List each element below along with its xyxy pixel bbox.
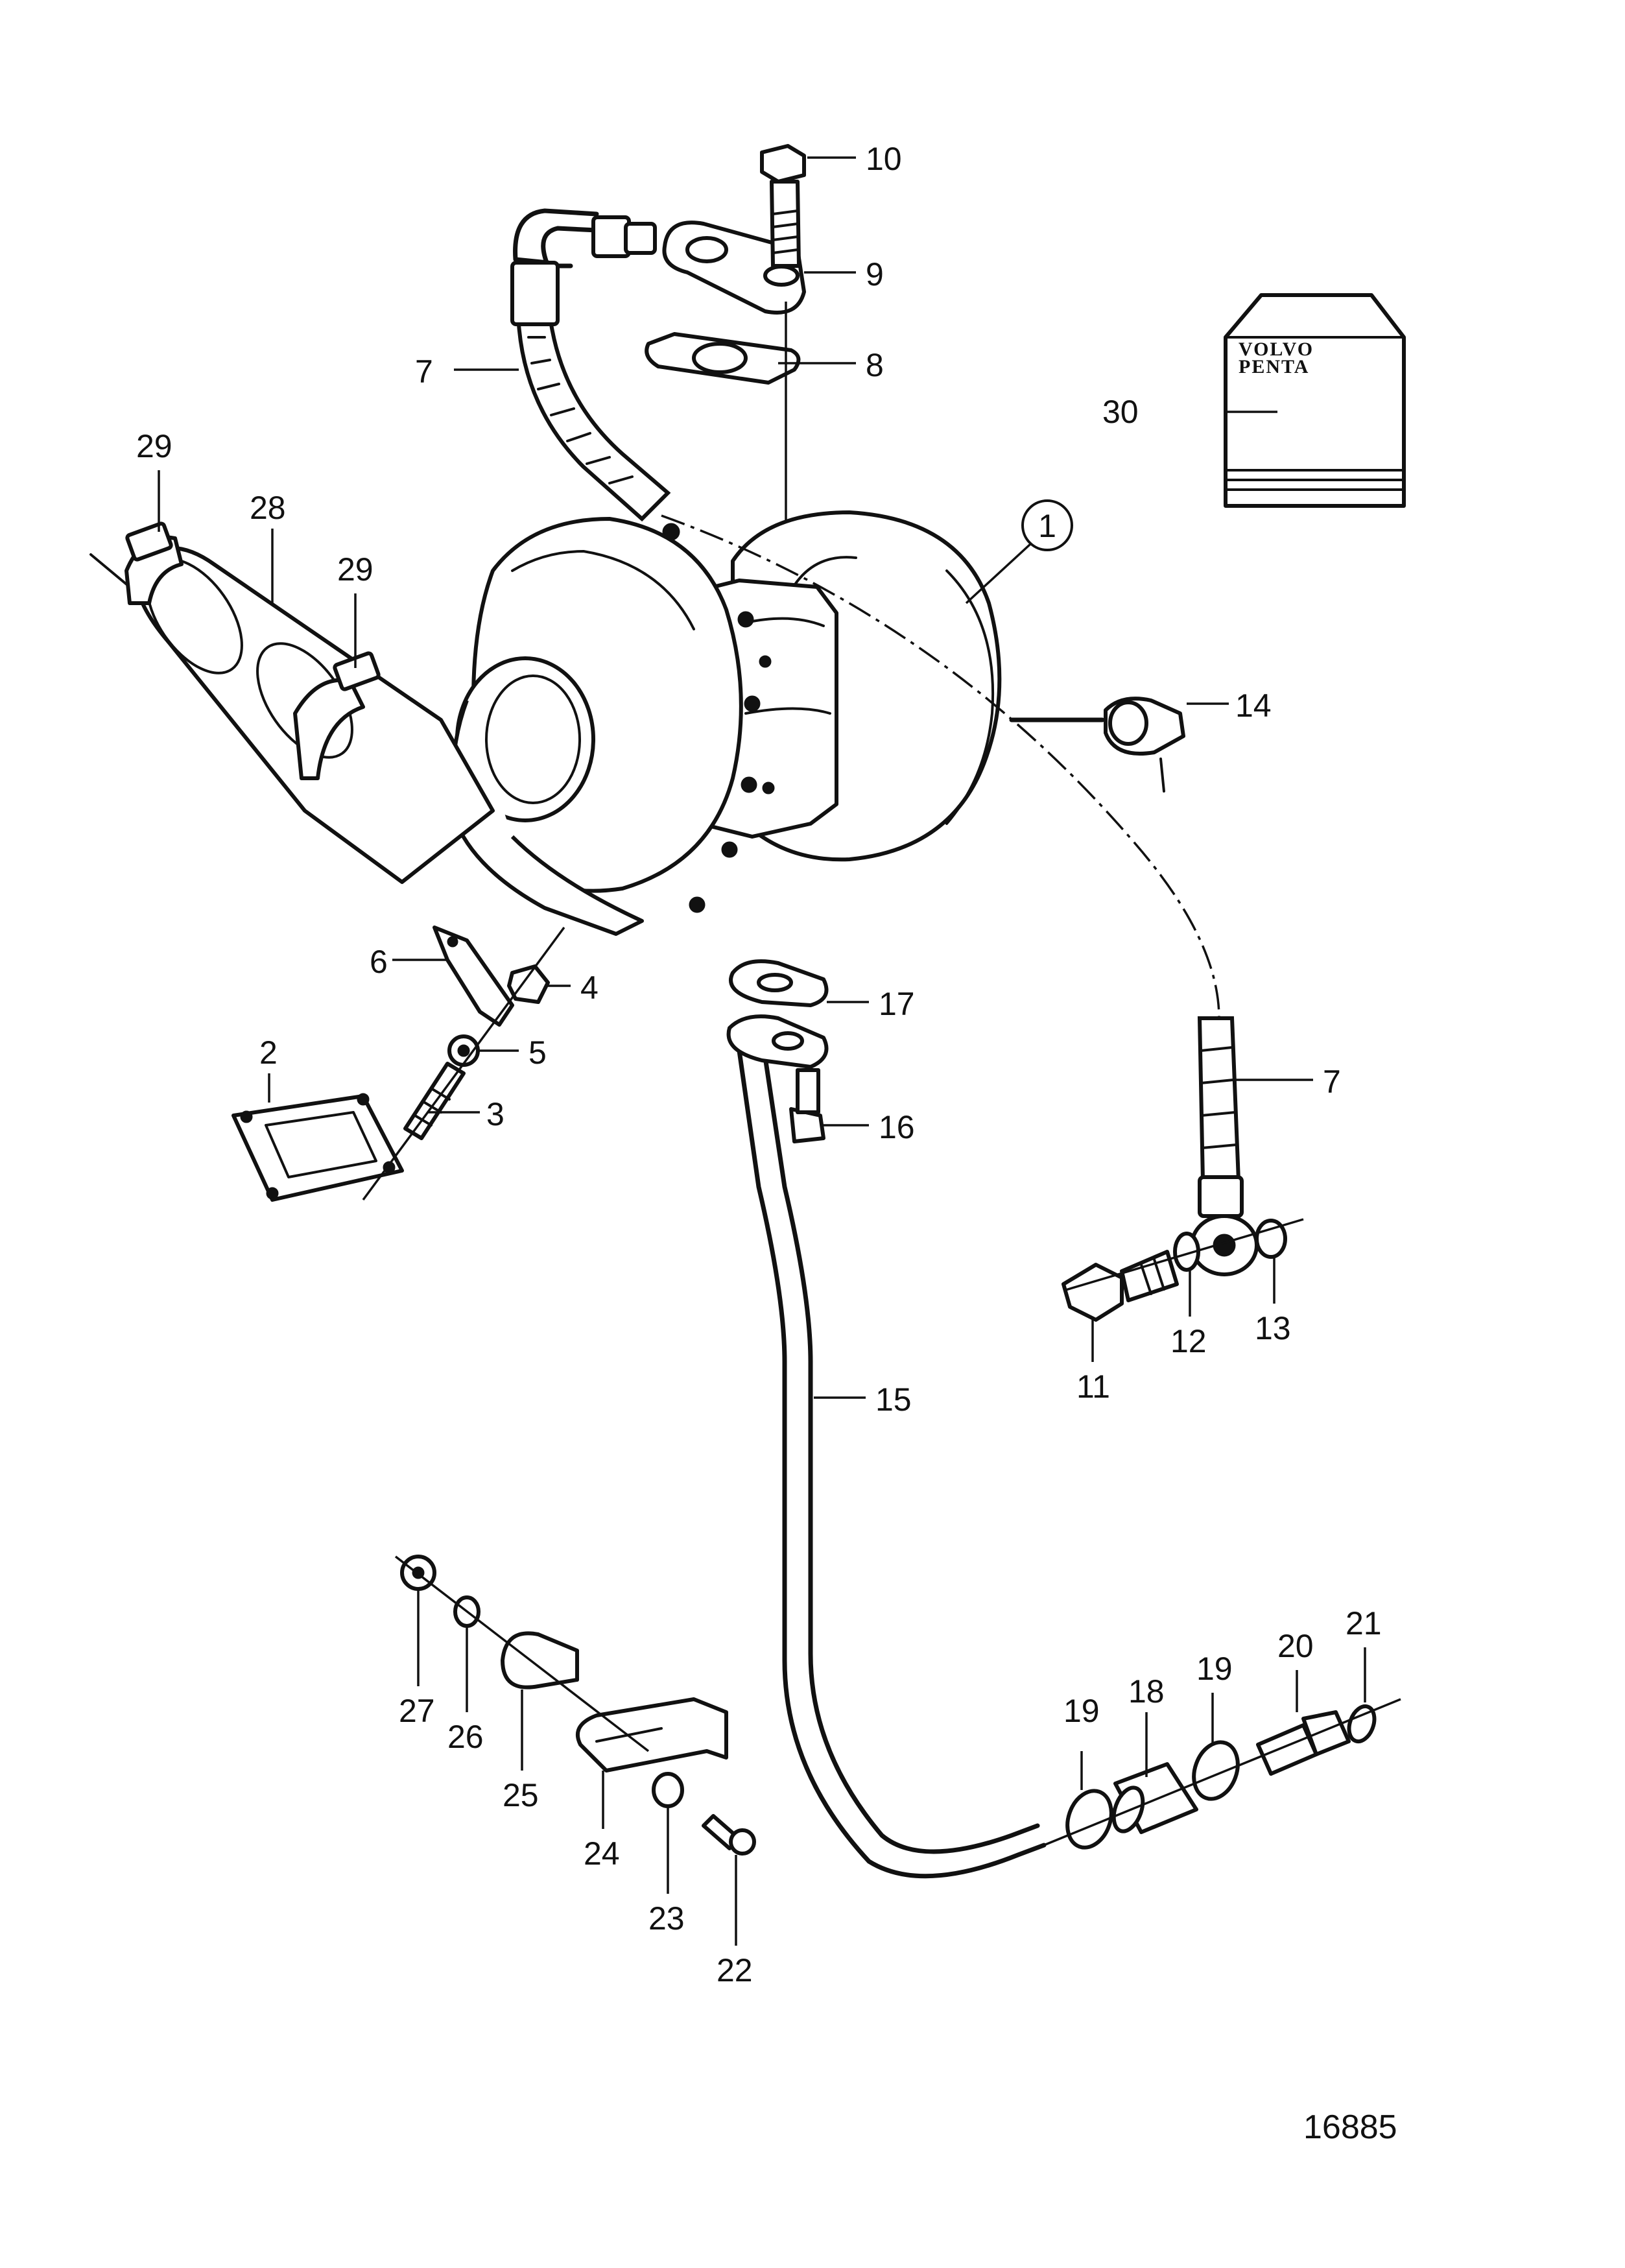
callout-4: 4 bbox=[580, 970, 599, 1006]
oil-feed-hose-top bbox=[510, 208, 671, 522]
callout-17: 17 bbox=[879, 986, 915, 1022]
sealing-washer-13 bbox=[1255, 1219, 1287, 1259]
callout-15: 15 bbox=[875, 1381, 912, 1418]
turbocharger-assembly bbox=[450, 510, 1002, 936]
callout-19-right: 19 bbox=[1196, 1651, 1233, 1687]
flange-screw bbox=[789, 1068, 825, 1143]
callout-21: 21 bbox=[1346, 1605, 1382, 1641]
bracket-axis-line bbox=[394, 1555, 650, 1752]
pipe-clip-25 bbox=[501, 1631, 579, 1689]
hex-nut bbox=[507, 964, 550, 1004]
callout-25: 25 bbox=[503, 1777, 539, 1813]
leader-lines bbox=[158, 156, 1366, 1946]
sealing-washer-12 bbox=[1173, 1232, 1200, 1272]
return-flange-gasket bbox=[729, 959, 829, 1007]
callout-16: 16 bbox=[879, 1109, 915, 1145]
callout-8: 8 bbox=[866, 347, 884, 383]
callout-27: 27 bbox=[399, 1693, 435, 1729]
union-axis-line bbox=[1043, 1698, 1401, 1846]
callout-labels: 10 9 8 7 30 14 29 28 29 6 4 5 3 2 17 16 … bbox=[136, 141, 1382, 1988]
screw-22 bbox=[702, 1814, 756, 1856]
callout-2: 2 bbox=[259, 1034, 278, 1071]
hose-clamp-19-left bbox=[1065, 1789, 1113, 1850]
oil-inlet-flange bbox=[662, 221, 806, 315]
callout-10: 10 bbox=[866, 141, 902, 177]
callout-29-left: 29 bbox=[136, 428, 172, 464]
manual-brand-line1: VOLVO bbox=[1239, 339, 1314, 360]
bracket-24 bbox=[576, 1697, 728, 1773]
callout-3: 3 bbox=[486, 1096, 504, 1132]
callout-6: 6 bbox=[370, 944, 388, 980]
callout-7-top: 7 bbox=[415, 353, 433, 390]
banjo-bolt-top bbox=[760, 144, 806, 268]
callout-12: 12 bbox=[1170, 1323, 1207, 1359]
flange-gasket-top bbox=[645, 332, 801, 385]
callout-5: 5 bbox=[528, 1034, 547, 1071]
union-nipple bbox=[1256, 1710, 1351, 1776]
washer-23 bbox=[652, 1772, 684, 1808]
instruction-manual-packet: VOLVO PENTA bbox=[1224, 293, 1406, 508]
drawing-number: 16885 bbox=[1303, 2108, 1397, 2146]
callout-18: 18 bbox=[1128, 1673, 1165, 1710]
banjo-bolt-11 bbox=[1062, 1250, 1179, 1322]
manual-brand-line2: PENTA bbox=[1239, 356, 1309, 377]
callout-20: 20 bbox=[1277, 1628, 1314, 1664]
hose-clamp-right bbox=[293, 651, 381, 780]
oil-return-pipe bbox=[726, 1014, 1047, 1879]
callout-13: 13 bbox=[1255, 1310, 1291, 1346]
callout-24: 24 bbox=[584, 1835, 620, 1872]
callout-23: 23 bbox=[648, 1900, 685, 1937]
hose-clip bbox=[1009, 697, 1185, 793]
main-assembly-callout: 1 bbox=[965, 499, 1073, 604]
hose-clamp-left bbox=[125, 521, 184, 605]
banjo-axis-line bbox=[1063, 1218, 1304, 1292]
callout-9: 9 bbox=[866, 256, 884, 292]
hose-clamp-19-right bbox=[1192, 1740, 1240, 1801]
oil-feed-hose-lower bbox=[1190, 1016, 1259, 1276]
callout-14: 14 bbox=[1235, 687, 1272, 724]
stud-axis-line bbox=[362, 926, 565, 1201]
lock-plate bbox=[433, 925, 514, 1027]
callout-22: 22 bbox=[717, 1952, 753, 1988]
callout-19-left: 19 bbox=[1063, 1693, 1100, 1729]
callout-29-right: 29 bbox=[337, 551, 374, 588]
hose-routing-line bbox=[661, 514, 1220, 1019]
callout-26: 26 bbox=[447, 1719, 484, 1755]
callout-28: 28 bbox=[250, 490, 286, 526]
callout-1: 1 bbox=[1038, 508, 1056, 544]
callout-30: 30 bbox=[1102, 394, 1139, 430]
intake-flange-gasket bbox=[231, 1093, 404, 1202]
callout-11: 11 bbox=[1076, 1368, 1110, 1405]
callout-7-right: 7 bbox=[1323, 1064, 1341, 1100]
